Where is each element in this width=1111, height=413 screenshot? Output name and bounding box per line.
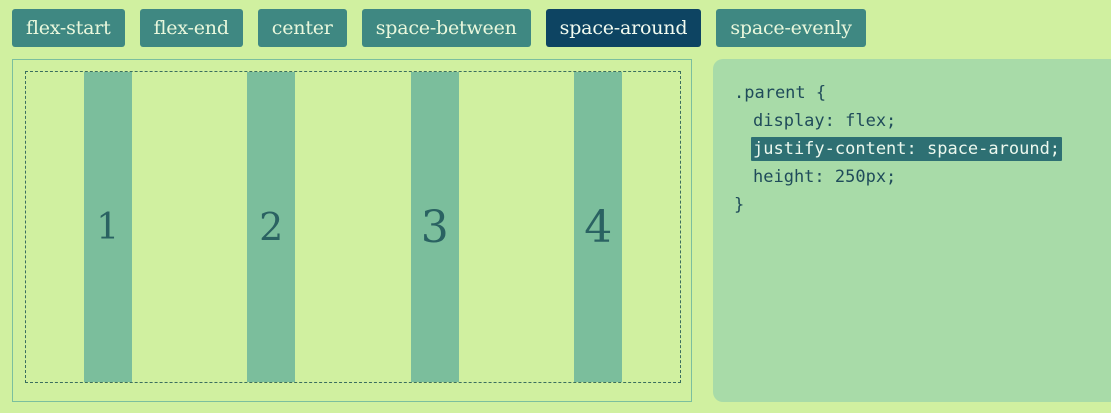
- flex-end-button[interactable]: flex-end: [139, 9, 243, 47]
- flex-item-3: 3: [410, 72, 459, 382]
- code-display-line: display: flex;: [753, 111, 897, 131]
- space-between-button[interactable]: space-between: [361, 9, 531, 47]
- code-height-line: height: 250px;: [753, 167, 897, 187]
- flex-item-4: 4: [574, 72, 623, 382]
- css-code-panel: .parent { display: flex; justify-content…: [713, 59, 1111, 402]
- flex-item-label: 1: [96, 206, 120, 248]
- space-evenly-button[interactable]: space-evenly: [716, 9, 866, 47]
- flex-item-2: 2: [247, 72, 296, 382]
- code-justify-line: justify-content: space-around;: [734, 135, 1111, 163]
- flex-item-label: 4: [584, 201, 613, 253]
- highlighted-declaration: justify-content: space-around;: [751, 137, 1063, 161]
- code-closing-brace: }: [734, 195, 745, 215]
- justify-options-toolbar: flex-start flex-end center space-between…: [12, 9, 866, 47]
- flex-item-label: 3: [420, 201, 449, 253]
- center-button[interactable]: center: [257, 9, 347, 47]
- flex-item-label: 2: [259, 205, 284, 249]
- space-around-button[interactable]: space-around: [545, 9, 702, 47]
- demo-panel: 1 2 3 4: [12, 59, 692, 402]
- code-selector-line: .parent {: [734, 83, 827, 103]
- flex-container: 1 2 3 4: [25, 71, 681, 383]
- flex-item-1: 1: [83, 72, 132, 382]
- flex-start-button[interactable]: flex-start: [12, 9, 125, 47]
